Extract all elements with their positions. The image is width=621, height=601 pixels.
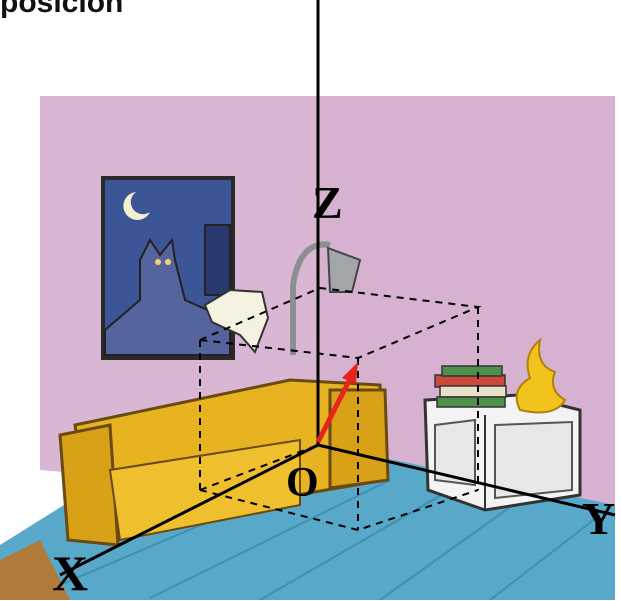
x-axis-label: X: [52, 548, 88, 598]
cat-picture: [103, 178, 233, 358]
books-stack: [435, 366, 506, 407]
origin-label: O: [286, 462, 319, 504]
z-axis-label: Z: [312, 180, 343, 226]
cabinet: [425, 395, 580, 510]
y-axis-label: Y: [582, 496, 615, 542]
